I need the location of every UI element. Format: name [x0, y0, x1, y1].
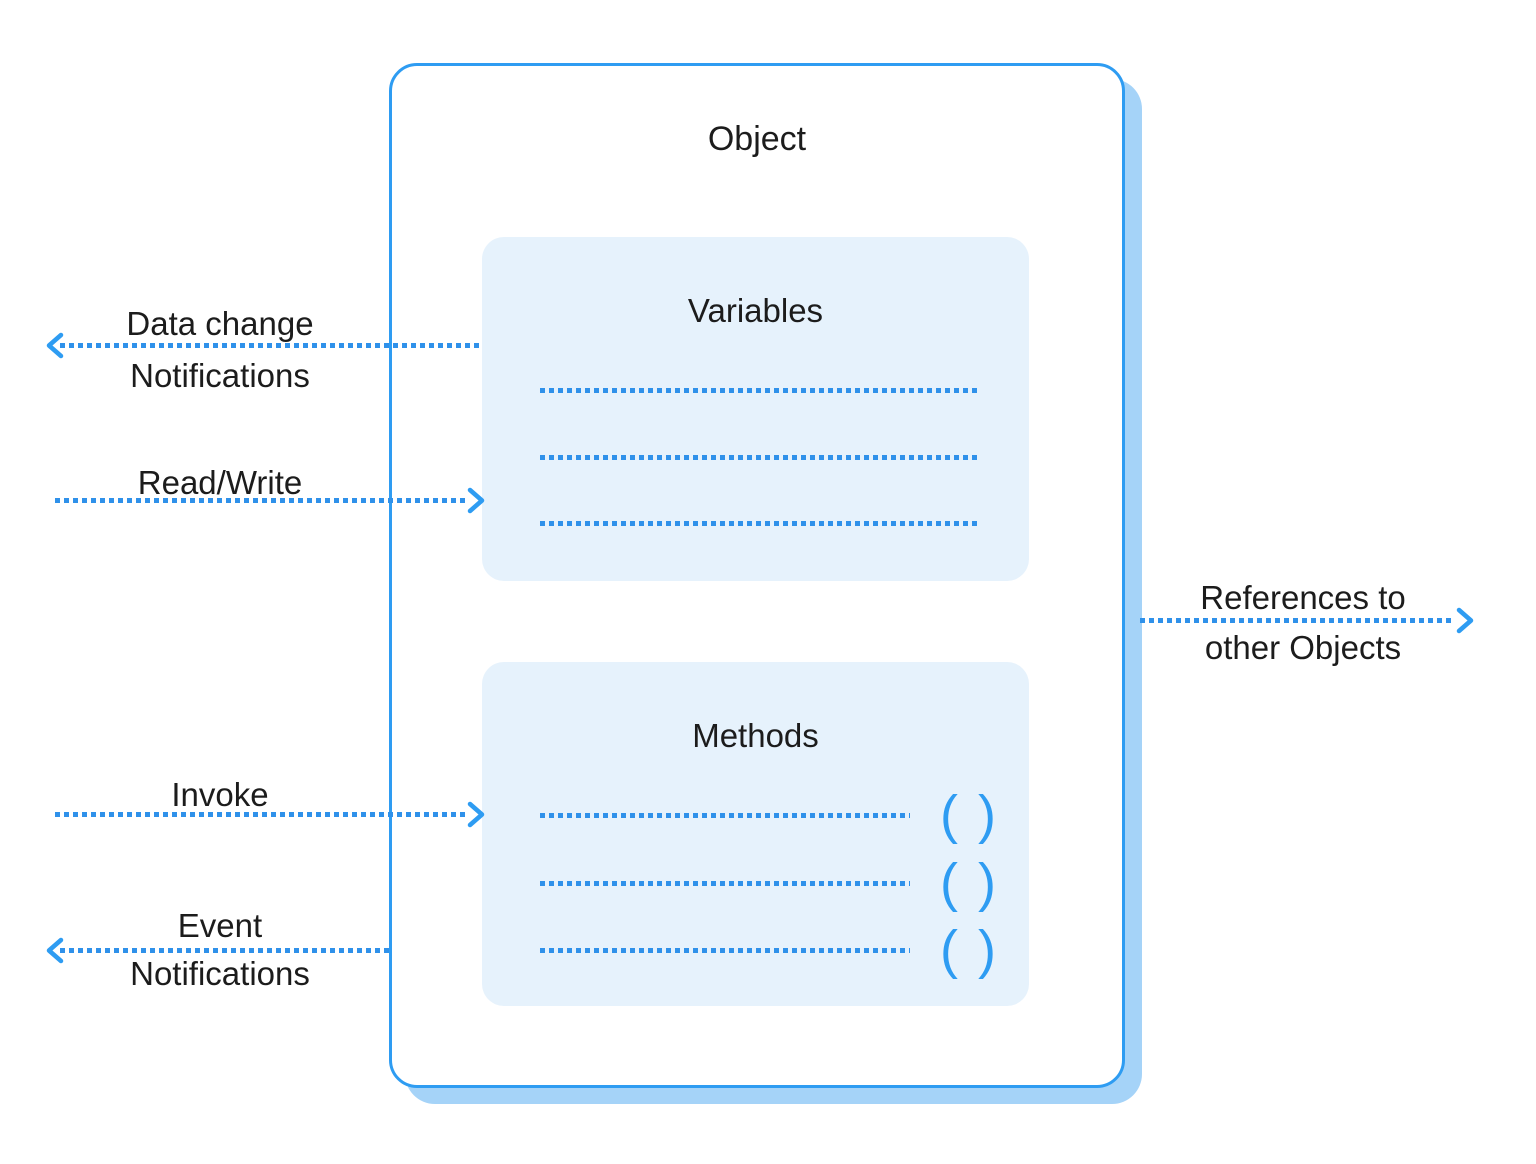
- paren-close: ): [978, 853, 996, 913]
- paren-open: (: [940, 920, 958, 980]
- arrow-left-icon: [42, 935, 72, 965]
- paren-open: (: [940, 785, 958, 845]
- arrow-right-icon: [459, 485, 489, 515]
- references-label-line1: References to: [1200, 579, 1406, 616]
- paren-open: (: [940, 853, 958, 913]
- event-label-line1: Event: [177, 907, 263, 944]
- method-parentheses: (): [940, 921, 996, 979]
- paren-close: ): [978, 785, 996, 845]
- event-arrow-line: [60, 948, 389, 953]
- method-slot-line: [540, 881, 910, 886]
- method-parentheses: (): [940, 786, 996, 844]
- variable-slot-line: [540, 388, 977, 393]
- invoke-label: Invoke: [171, 776, 269, 813]
- paren-close: ): [978, 920, 996, 980]
- method-slot-line: [540, 813, 910, 818]
- methods-panel: Methods () () (): [482, 662, 1029, 1006]
- references-label-line2: other Objects: [1204, 629, 1402, 666]
- read-write-arrow-line: [55, 498, 467, 503]
- arrow-right-icon: [459, 799, 489, 829]
- event-label-line2: Notifications: [130, 955, 310, 992]
- object-title: Object: [707, 120, 807, 158]
- data-change-arrow-line: [60, 343, 483, 348]
- references-arrow-line: [1140, 618, 1455, 623]
- arrow-right-icon: [1448, 605, 1478, 635]
- method-slot-line: [540, 948, 910, 953]
- variable-slot-line: [540, 455, 977, 460]
- read-write-label: Read/Write: [137, 464, 303, 501]
- variable-slot-line: [540, 521, 977, 526]
- data-change-label-line1: Data change: [126, 305, 314, 342]
- method-parentheses: (): [940, 854, 996, 912]
- variables-panel: Variables: [482, 237, 1029, 581]
- methods-title: Methods: [692, 717, 819, 754]
- invoke-arrow-line: [55, 812, 467, 817]
- variables-title: Variables: [687, 292, 824, 329]
- arrow-left-icon: [42, 330, 72, 360]
- data-change-label-line2: Notifications: [130, 357, 310, 394]
